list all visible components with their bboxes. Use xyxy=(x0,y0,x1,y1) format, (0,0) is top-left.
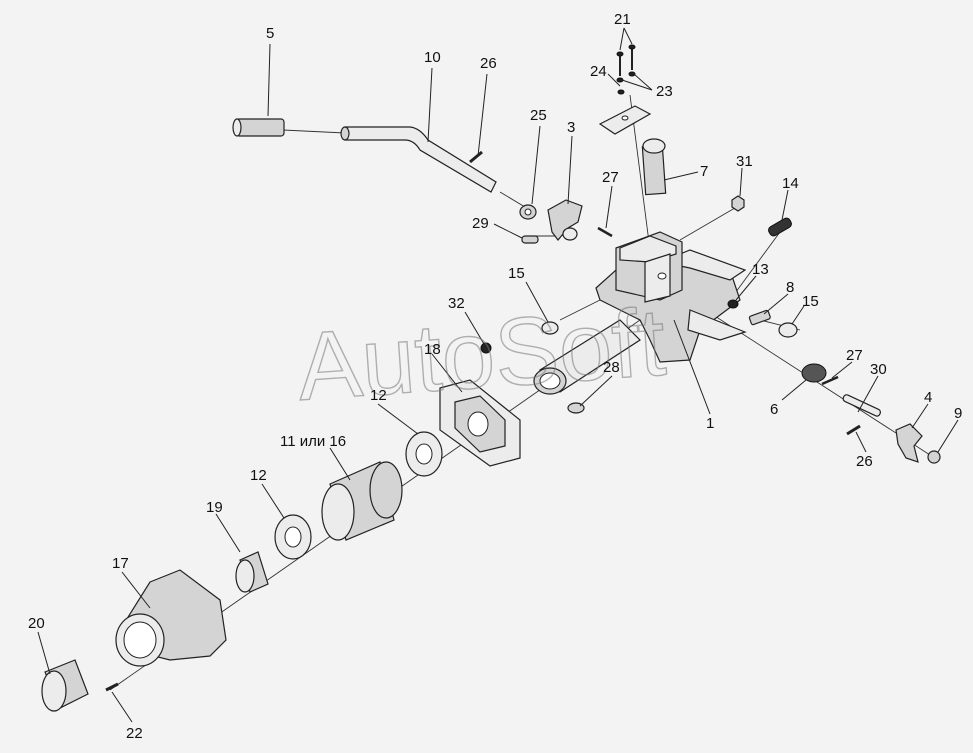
callout-20: 20 xyxy=(28,615,45,632)
callout-29: 29 xyxy=(472,215,489,232)
callout-27-lower: 27 xyxy=(846,347,863,364)
callout-10: 10 xyxy=(424,49,441,66)
callout-28: 28 xyxy=(603,359,620,376)
callout-7: 7 xyxy=(700,163,708,180)
callout-8: 8 xyxy=(786,279,794,296)
part-1-bracket xyxy=(595,231,747,363)
part-26-pin-upper xyxy=(469,150,483,164)
part-29-pin xyxy=(521,235,539,244)
part-3-fork xyxy=(547,199,583,241)
part-25-washer xyxy=(519,204,537,220)
callout-14: 14 xyxy=(782,175,799,192)
part-12-washer-upper xyxy=(405,431,443,477)
callout-5: 5 xyxy=(266,25,274,42)
callout-18: 18 xyxy=(424,341,441,358)
callout-23: 23 xyxy=(656,83,673,100)
callout-30: 30 xyxy=(870,361,887,378)
callout-labels: 5 10 26 25 3 27 29 21 24 23 7 31 14 13 8… xyxy=(28,11,962,742)
callout-26-upper: 26 xyxy=(480,55,497,72)
part-11-16-bushing xyxy=(321,461,403,541)
callout-15-right: 15 xyxy=(802,293,819,310)
callout-25: 25 xyxy=(530,107,547,124)
part-26-pin-lower xyxy=(846,424,861,436)
callout-6: 6 xyxy=(770,401,778,418)
part-22-bolt xyxy=(105,682,119,692)
part-32-nipple xyxy=(480,342,492,354)
part-20-cap xyxy=(41,659,89,712)
callout-24: 24 xyxy=(590,63,607,80)
callout-27-upper: 27 xyxy=(602,169,619,186)
callout-4: 4 xyxy=(924,389,932,406)
part-24-cover-plate xyxy=(598,105,652,135)
callout-9: 9 xyxy=(954,405,962,422)
part-10-lever-rod xyxy=(340,126,497,193)
callout-26-lower: 26 xyxy=(856,453,873,470)
part-13-nut xyxy=(727,299,739,309)
callout-19: 19 xyxy=(206,499,223,516)
callout-21: 21 xyxy=(614,11,631,28)
part-6-spring xyxy=(801,363,827,383)
part-8-bolt xyxy=(748,309,771,326)
watermark-text: AutoSoft xyxy=(294,289,669,421)
part-27-cotter-lower xyxy=(821,375,839,386)
part-23-washers xyxy=(616,71,636,95)
part-4-lever xyxy=(895,423,923,463)
callout-11-16: 11 или 16 xyxy=(280,433,346,450)
part-1-tube xyxy=(533,319,641,395)
callout-17: 17 xyxy=(112,555,129,572)
callout-22: 22 xyxy=(126,725,143,742)
callout-31: 31 xyxy=(736,153,753,170)
part-15-plug-left xyxy=(541,321,559,335)
callout-13: 13 xyxy=(752,261,769,278)
callout-15-left: 15 xyxy=(508,265,525,282)
leader-lines xyxy=(37,27,959,723)
part-12-washer-lower xyxy=(274,514,312,560)
part-17-housing xyxy=(115,569,227,667)
part-9-nut xyxy=(927,450,941,464)
part-15-plug-right xyxy=(778,322,798,338)
part-31-nut xyxy=(731,195,745,212)
part-19-bushing xyxy=(235,551,269,593)
callout-1: 1 xyxy=(706,415,714,432)
part-7-shaft xyxy=(641,138,667,196)
callout-12-lower: 12 xyxy=(250,467,267,484)
callout-32: 32 xyxy=(448,295,465,312)
callout-3: 3 xyxy=(567,119,575,136)
part-18-flange xyxy=(439,379,521,467)
part-5-handle-sleeve xyxy=(232,118,285,137)
part-21-screws xyxy=(616,44,636,76)
watermark: AutoSoft xyxy=(293,288,669,422)
part-14-spring xyxy=(768,217,792,237)
callout-12-upper: 12 xyxy=(370,387,387,404)
part-27-cotter-upper xyxy=(597,226,613,238)
